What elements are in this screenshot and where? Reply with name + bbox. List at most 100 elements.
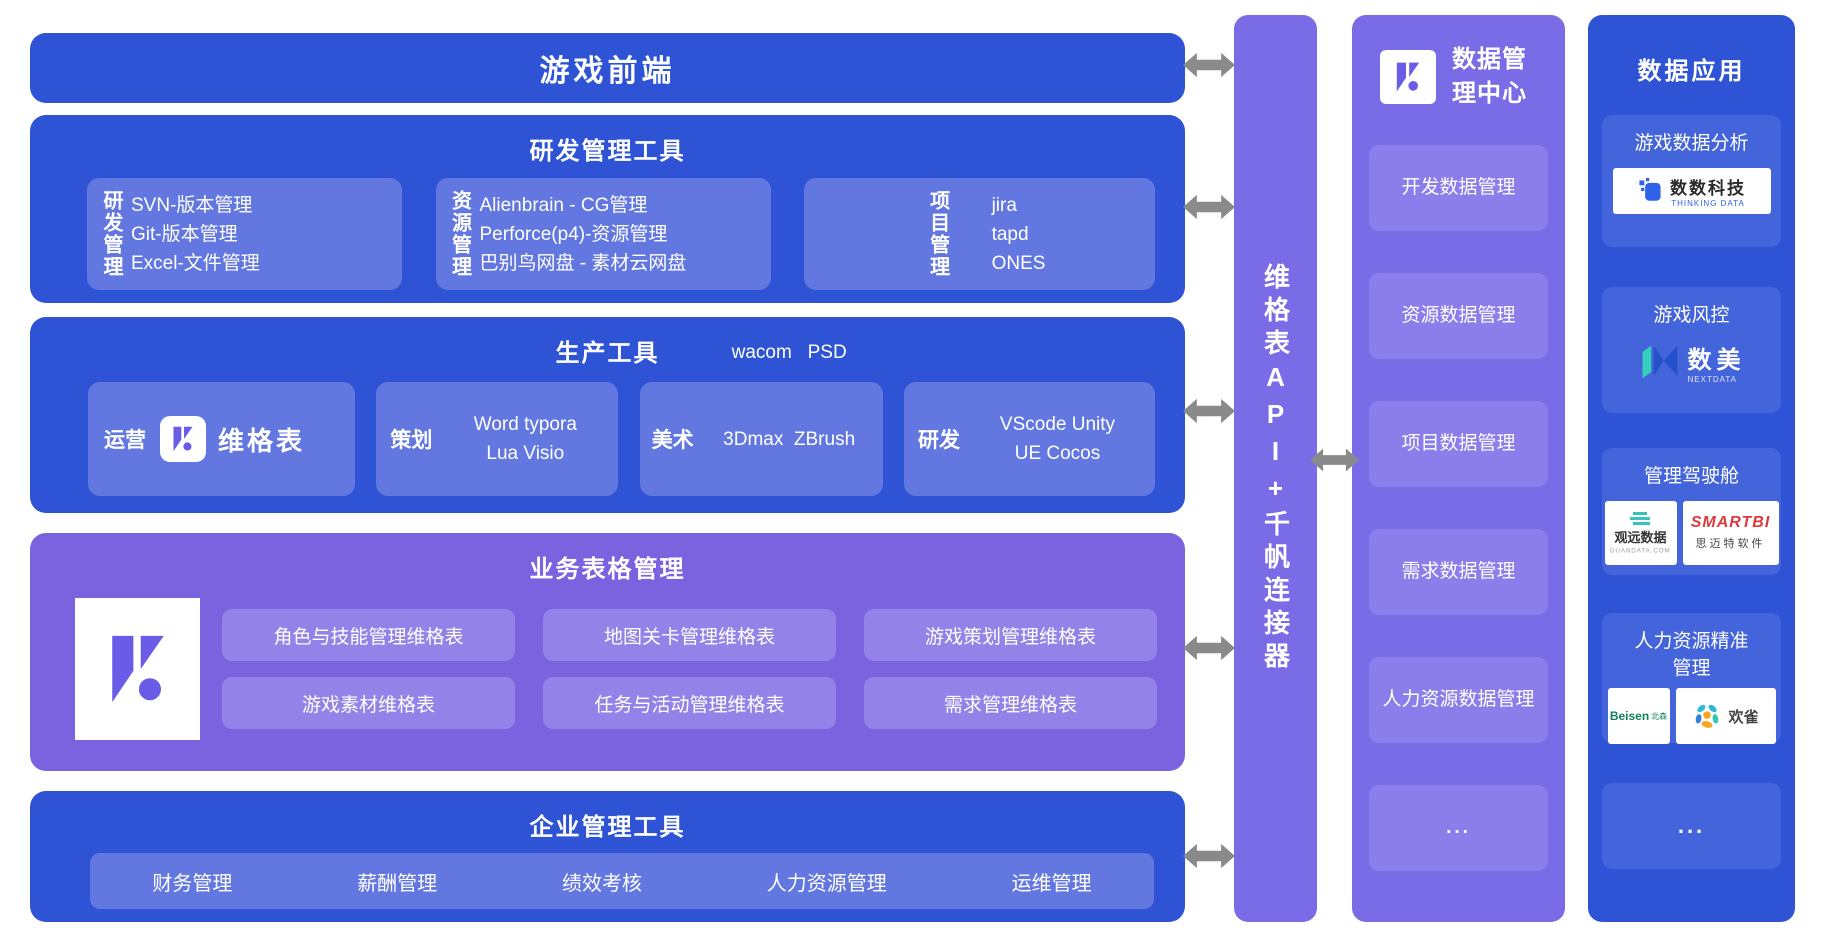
beisen-name: Beisen [1609, 709, 1650, 724]
data-app-risk-control: 游戏风控 数美 NEXTDATA [1602, 287, 1781, 413]
nextdata-name: 数美 [1687, 346, 1746, 374]
data-app-more: ... [1602, 783, 1781, 869]
business-sheets-panel: 业务表格管理 角色与技能管理维格表 地图关卡管理维格表 游戏策划管理维格表 游戏… [30, 533, 1185, 771]
dev-project-item: jira [991, 194, 1017, 216]
smartbi-sub: 思迈特软件 [1695, 538, 1766, 551]
game-frontend-panel: 游戏前端 [30, 33, 1185, 103]
dev-group-rd-label: 研发管理 [100, 190, 122, 278]
prod-planning-line: Lua Visio [486, 443, 565, 464]
huanque-icon [1696, 704, 1719, 729]
beisen-logo: Beisen 北森 [1607, 688, 1670, 745]
production-tools-title: 生产工具 [555, 340, 660, 367]
dev-group-resource: 资源管理 Alienbrain - CG管理 Perforce(p4)-资源管理… [435, 178, 771, 290]
dev-resource-item: Perforce(p4)-资源管理 [479, 223, 668, 245]
data-app-label: 管理驾驶舱 [1643, 466, 1739, 487]
data-center-item: 资源数据管理 [1369, 273, 1548, 359]
thinkingdata-icon [1639, 177, 1661, 201]
nextdata-sub: NEXTDATA [1687, 374, 1737, 384]
guandata-sub: GUANDATA.COM [1610, 546, 1671, 554]
double-arrow-icon [1183, 194, 1235, 220]
data-apps-title: 数据应用 [1637, 58, 1746, 85]
sheet-cell: 任务与活动管理维格表 [543, 677, 836, 729]
dev-rd-item: Excel-文件管理 [131, 252, 260, 274]
thinkingdata-logo: 数数科技 THINKING DATA [1612, 167, 1771, 214]
double-arrow-icon [1183, 635, 1235, 661]
vika-logo-icon [160, 416, 206, 462]
dev-resource-item: Alienbrain - CG管理 [479, 194, 648, 216]
prod-dev-line: VScode Unity [999, 414, 1116, 435]
double-arrow-icon [1183, 843, 1235, 869]
prod-group-operation-label: 运营 [104, 429, 146, 452]
dev-project-item: tapd [991, 223, 1029, 245]
dev-resource-item: 巴别鸟网盘 - 素材云网盘 [479, 252, 687, 274]
vika-logo-large-icon [75, 598, 200, 740]
enterprise-tools-title: 企业管理工具 [529, 814, 686, 841]
vika-logo-text: 维格表 [218, 425, 306, 456]
prod-art-line: 3Dmax ZBrush [723, 428, 856, 450]
dev-rd-item: Git-版本管理 [131, 223, 238, 245]
more-dots: ... [1677, 813, 1706, 838]
dev-group-resource-label: 资源管理 [448, 190, 471, 278]
guandata-logo: 观远数据 GUANDATA.COM [1604, 500, 1677, 565]
huanque-name: 欢雀 [1728, 708, 1759, 726]
nextdata-icon [1642, 345, 1677, 378]
dev-group-project: 项目管理 jira tapd ONES [804, 178, 1155, 290]
sheet-cell: 游戏素材维格表 [222, 677, 515, 729]
vika-badge: 维格表 [160, 416, 305, 462]
data-app-label: 游戏数据分析 [1634, 133, 1749, 154]
sheet-cell: 地图关卡管理维格表 [543, 609, 836, 661]
prod-group-dev: 研发 VScode Unity UE Cocos [903, 382, 1155, 496]
sheet-cell: 游戏策划管理维格表 [864, 609, 1157, 661]
data-app-game-analytics: 游戏数据分析 数数科技 THINKING DATA [1602, 115, 1781, 247]
dev-group-rd: 研发管理 SVN-版本管理 Git-版本管理 Excel-文件管理 [87, 178, 402, 290]
thinkingdata-name: 数数科技 [1670, 178, 1746, 198]
data-app-dashboard: 管理驾驶舱 观远数据 GUANDATA.COM SMARTBI 思迈特软件 [1602, 448, 1781, 575]
prod-group-dev-label: 研发 [917, 429, 960, 452]
thinkingdata-sub: THINKING DATA [1671, 198, 1745, 208]
enterprise-item: 薪酬管理 [357, 872, 438, 895]
smartbi-logo: SMARTBI 思迈特软件 [1682, 500, 1779, 565]
data-center-panel: 数据管理中心 开发数据管理 资源数据管理 项目数据管理 需求数据管理 人力资源数… [1352, 15, 1565, 922]
double-arrow-icon [1183, 52, 1235, 78]
enterprise-item: 人力资源管理 [766, 872, 887, 895]
prod-group-art: 美术 wacom PSD 3Dmax ZBrush Houdini Arthub [639, 342, 883, 537]
data-center-item: 需求数据管理 [1369, 529, 1548, 615]
enterprise-item: 运维管理 [1011, 872, 1092, 895]
sheet-cell: 角色与技能管理维格表 [222, 609, 515, 661]
prod-dev-line: UE Cocos [1014, 443, 1101, 464]
huanque-logo: 欢雀 [1675, 688, 1776, 745]
guandata-icon [1629, 511, 1650, 525]
enterprise-item: 财务管理 [152, 872, 233, 895]
dev-rd-item: SVN-版本管理 [131, 194, 253, 216]
data-apps-panel: 数据应用 游戏数据分析 数数科技 THINKING DATA [1588, 15, 1795, 922]
enterprise-tools-panel: 企业管理工具 财务管理 薪酬管理 绩效考核 人力资源管理 运维管理 [30, 791, 1185, 922]
prod-group-operation: 运营 维格表 [88, 382, 355, 496]
connector-label: 维格表API+千帆连接器 [1260, 262, 1291, 675]
double-arrow-icon [1183, 398, 1235, 424]
data-center-item: 人力资源数据管理 [1369, 657, 1548, 743]
dev-tools-title: 研发管理工具 [529, 138, 686, 165]
prod-group-planning: 策划 Word typora Lua Visio [376, 382, 619, 496]
smartbi-name: SMARTBI [1690, 514, 1771, 532]
business-sheets-title: 业务表格管理 [529, 556, 686, 583]
prod-art-line: Houdini Arthub [724, 515, 855, 537]
enterprise-item: 绩效考核 [561, 872, 642, 895]
game-frontend-title: 游戏前端 [539, 55, 676, 88]
enterprise-tools-bar: 财务管理 薪酬管理 绩效考核 人力资源管理 运维管理 [90, 853, 1154, 909]
dev-project-item: ONES [991, 252, 1046, 274]
prod-planning-line: Word typora [473, 414, 577, 435]
data-center-item-more: ... [1369, 785, 1548, 871]
data-app-hr: 人力资源精准管理 Beisen 北森 欢雀 [1602, 613, 1781, 745]
dev-management-tools-panel: 研发管理工具 研发管理 SVN-版本管理 Git-版本管理 Excel-文件管理… [30, 115, 1185, 303]
beisen-sub: 北森 [1651, 711, 1668, 721]
prod-group-planning-label: 策划 [390, 429, 433, 452]
vika-api-connector-bar: 维格表API+千帆连接器 [1234, 15, 1317, 922]
data-app-label: 人力资源精准管理 [1634, 631, 1749, 679]
data-center-item: 开发数据管理 [1369, 145, 1548, 231]
guandata-name: 观远数据 [1614, 529, 1667, 545]
dev-group-project-label: 项目管理 [926, 190, 949, 278]
production-tools-panel: 生产工具 运营 维格表 策划 Wor [30, 317, 1185, 537]
data-center-item: 项目数据管理 [1369, 401, 1548, 487]
data-app-label: 游戏风控 [1653, 305, 1730, 326]
